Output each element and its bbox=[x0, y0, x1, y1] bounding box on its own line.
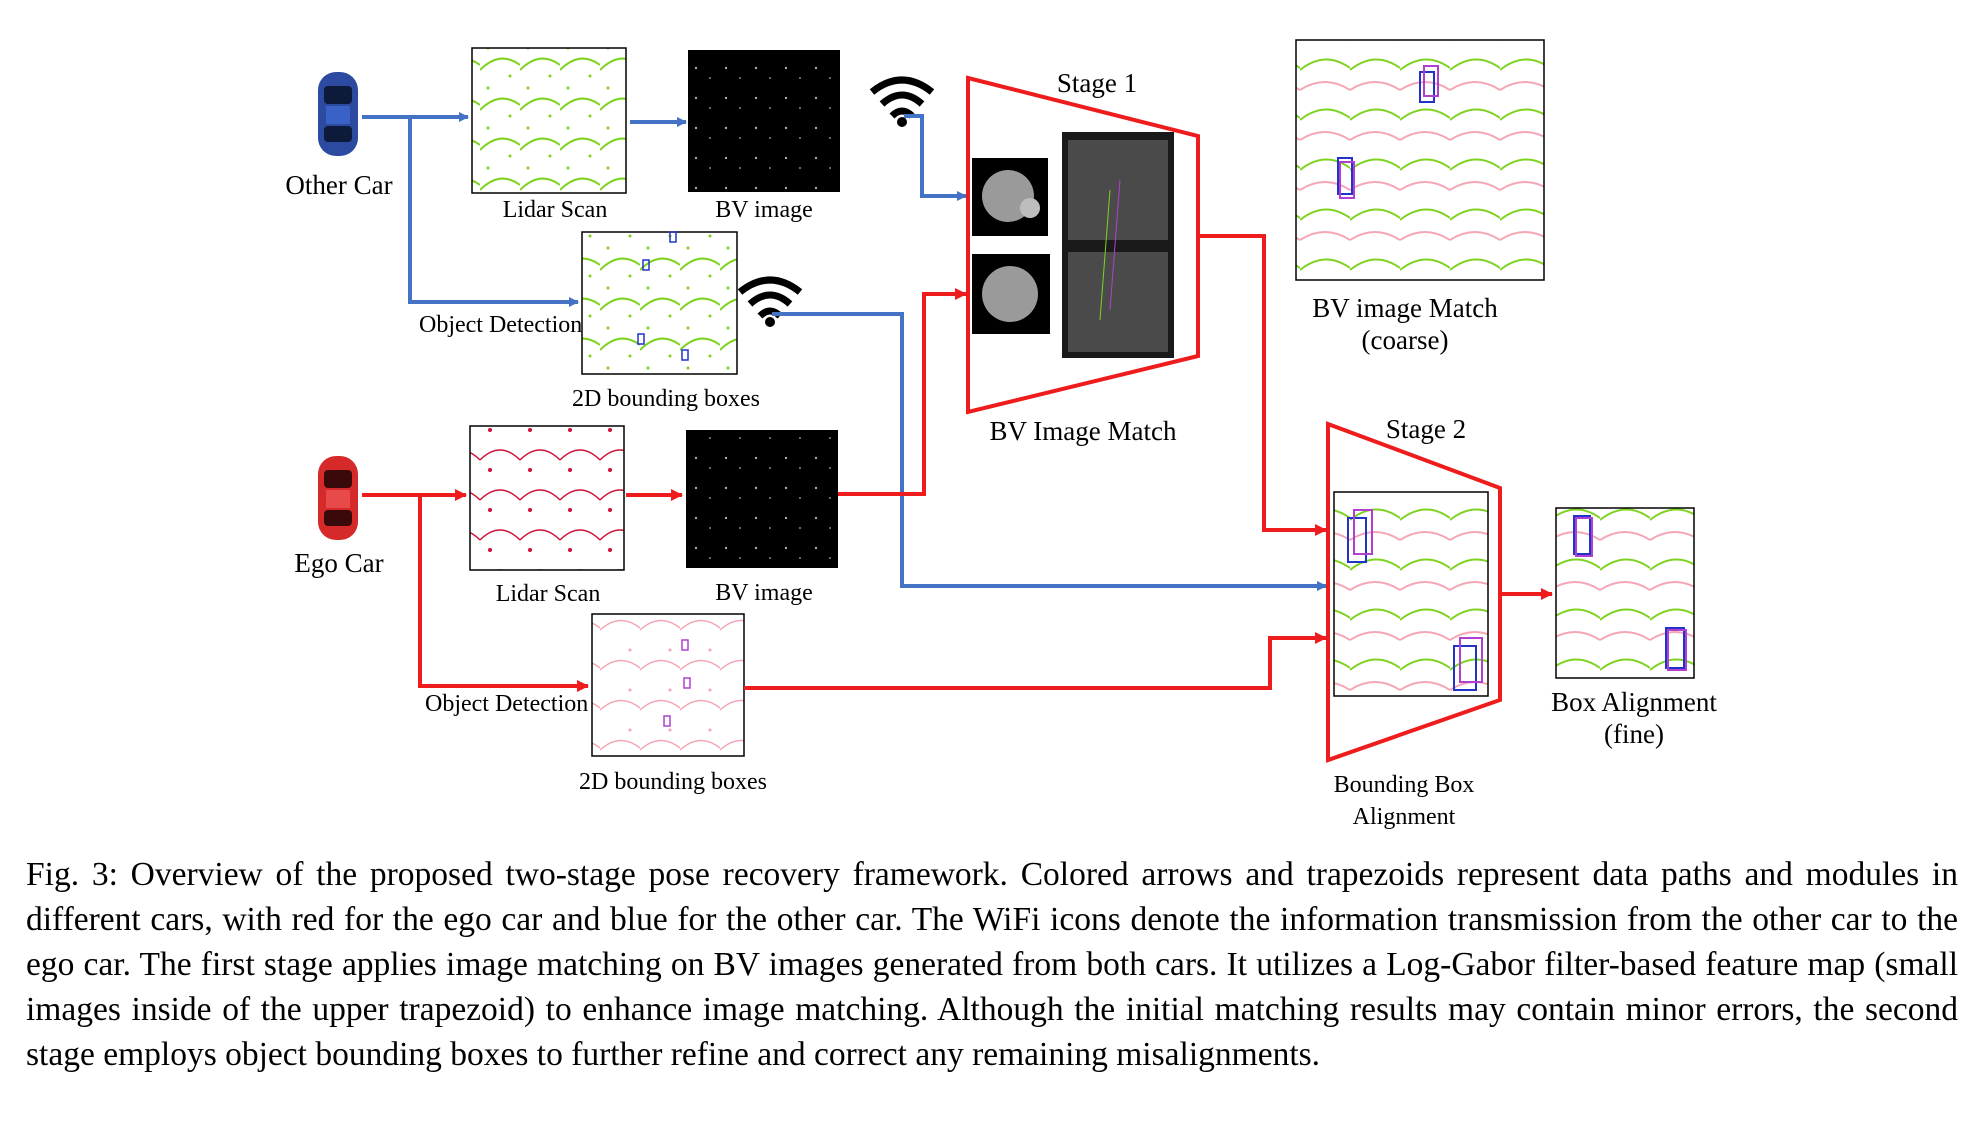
stage2-module-label-2: Alignment bbox=[1353, 804, 1456, 830]
bbox-marker bbox=[1453, 645, 1477, 691]
bv-image-bottom-label: BV image bbox=[715, 580, 813, 606]
arrow-ego-bv-to-stage1 bbox=[838, 288, 967, 496]
lidar-scan-top-label: Lidar Scan bbox=[503, 197, 608, 223]
bbox-marker bbox=[637, 333, 645, 345]
object-detection-top-label: Object Detection bbox=[419, 312, 582, 338]
box-fine-label-2: (fine) bbox=[1604, 719, 1664, 749]
bbox-marker bbox=[1665, 627, 1685, 669]
bv-image-top-label: BV image bbox=[715, 197, 813, 223]
arrow-other-bv-to-stage1 bbox=[904, 114, 967, 201]
bbox-marker bbox=[642, 259, 650, 271]
bbox-marker bbox=[1573, 515, 1591, 555]
arrow-ego-to-detection bbox=[418, 495, 589, 692]
bbox-top-label: 2D bounding boxes bbox=[572, 386, 760, 412]
bbox-marker bbox=[663, 715, 671, 727]
stage2-label: Stage 2 bbox=[1386, 414, 1466, 444]
bbox-marker bbox=[1667, 629, 1687, 671]
bbox-ego-image bbox=[591, 613, 745, 757]
match-coarse-label-2: (coarse) bbox=[1362, 325, 1449, 355]
bv-image-other bbox=[688, 50, 840, 192]
lidar-scan-bottom-label: Lidar Scan bbox=[496, 581, 601, 607]
car-blue-icon bbox=[318, 72, 358, 156]
arrow-ego-bbox-to-stage2 bbox=[744, 632, 1327, 690]
stage2-module-label-1: Bounding Box bbox=[1334, 772, 1475, 798]
bbox-marker bbox=[1347, 517, 1367, 563]
arrow-other-bbox-to-stage2 bbox=[772, 312, 1327, 591]
stage1-module-label: BV Image Match bbox=[990, 416, 1177, 446]
bbox-marker bbox=[669, 231, 677, 243]
bbox-marker bbox=[1353, 509, 1373, 555]
bbox-marker bbox=[1423, 65, 1439, 97]
box-fine-label-1: Box Alignment bbox=[1551, 687, 1717, 717]
bbox-bottom-label: 2D bounding boxes bbox=[579, 769, 767, 795]
bbox-marker bbox=[1575, 517, 1593, 557]
arrow-stage1-to-stage2 bbox=[1198, 234, 1327, 536]
bbox-marker bbox=[1419, 71, 1435, 103]
wifi-icon bbox=[737, 276, 803, 327]
match-coarse-label-1: BV image Match bbox=[1312, 293, 1498, 323]
ego-car-label: Ego Car bbox=[294, 548, 383, 578]
stage1-label: Stage 1 bbox=[1057, 68, 1137, 98]
bbox-marker bbox=[1459, 637, 1483, 683]
lidar-scan-other-image bbox=[471, 47, 627, 194]
wifi-icon bbox=[869, 76, 935, 127]
figure-caption: Fig. 3: Overview of the proposed two-sta… bbox=[26, 856, 1958, 1073]
bbox-marker bbox=[681, 349, 689, 361]
bv-image-ego bbox=[686, 430, 838, 568]
bbox-marker bbox=[683, 677, 691, 689]
car-red-icon bbox=[318, 456, 358, 540]
stage2-alignment-image bbox=[1333, 491, 1489, 697]
box-alignment-fine-image bbox=[1555, 507, 1695, 679]
bbox-marker bbox=[1339, 161, 1355, 199]
bbox-other-image bbox=[581, 231, 738, 375]
pose-recovery-diagram: Other Car Lidar Scan BV image Object Det… bbox=[285, 39, 1717, 830]
object-detection-bottom-label: Object Detection bbox=[425, 691, 588, 717]
arrow-other-to-detection bbox=[408, 117, 579, 307]
lidar-scan-ego-image bbox=[469, 425, 625, 571]
bbox-marker bbox=[1337, 157, 1353, 195]
bbox-marker bbox=[681, 639, 689, 651]
other-car-label: Other Car bbox=[285, 170, 392, 200]
